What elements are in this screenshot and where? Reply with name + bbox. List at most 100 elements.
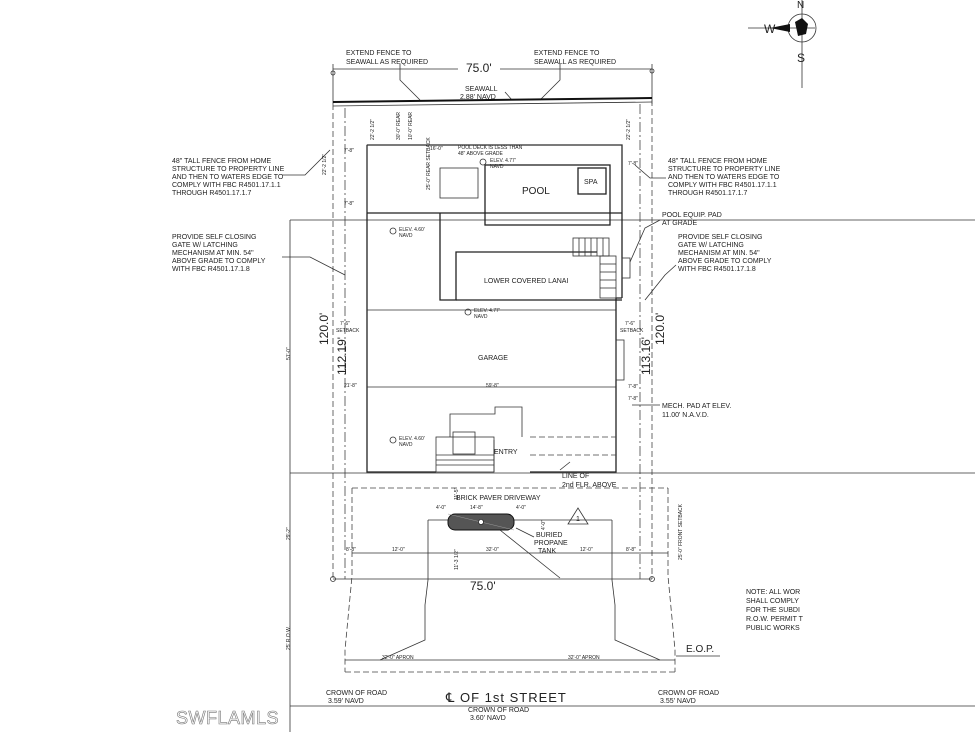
compass-west-label: W bbox=[764, 22, 776, 36]
buried-propane-tank bbox=[447, 513, 515, 531]
elevation-marker-front: ELEV. 4.60' NAVD bbox=[389, 436, 425, 448]
mech-pad bbox=[615, 339, 625, 381]
pool-equip-note: POOL EQUIP. PAD AT GRADE bbox=[662, 212, 722, 227]
detail-tag: 1 bbox=[567, 507, 589, 525]
pool-deck-note-line1: POOL DECK IS LESS THAN bbox=[458, 145, 523, 151]
mech-pad-label-line1: MECH. PAD AT ELEV. bbox=[662, 403, 731, 410]
top-dimension: 75.0' bbox=[466, 61, 492, 75]
crown-right-elevation: 3.55' NAVD bbox=[660, 698, 696, 705]
dim-4-left: 4'-0" bbox=[436, 505, 446, 511]
elevation-marker-garage: ELEV. 4.77' NAVD bbox=[464, 308, 500, 320]
pool-area[interactable]: POOL SPA bbox=[439, 164, 611, 226]
dim-left-a: 7'-8" bbox=[344, 148, 354, 154]
gate-note-right: PROVIDE SELF CLOSING GATE W/ LATCHING ME… bbox=[678, 234, 772, 273]
dim-32: 32'-0" bbox=[486, 547, 499, 553]
setback-right-label: SETBACK bbox=[620, 328, 644, 334]
svg-text:AT GRADE: AT GRADE bbox=[662, 220, 697, 227]
setback-right-dim: 7'-6" bbox=[625, 321, 635, 327]
dim-12-right: 12'-0" bbox=[580, 547, 593, 553]
driveway[interactable] bbox=[344, 487, 676, 673]
propane-label-line1: BURIED bbox=[536, 532, 562, 539]
rear-dimension-mid: 30'-0" REAR bbox=[396, 112, 402, 140]
svg-text:THROUGH R4501.17.1.7: THROUGH R4501.17.1.7 bbox=[172, 190, 251, 197]
apron-left-label: 32'-0" APRON bbox=[382, 655, 414, 661]
row-dimension: 25' R.O.W. bbox=[286, 626, 292, 650]
svg-text:NAVD: NAVD bbox=[490, 164, 504, 170]
spa-label: SPA bbox=[584, 179, 598, 186]
svg-text:48" TALL FENCE FROM HOME: 48" TALL FENCE FROM HOME bbox=[668, 158, 768, 165]
seawall-elevation: 2.88' NAVD bbox=[460, 94, 496, 101]
dim-11-b: 11'-3 1/2" bbox=[454, 549, 460, 570]
garage-label: GARAGE bbox=[478, 355, 508, 362]
dim-8-left: 8'-8" bbox=[346, 547, 356, 553]
left-top-side-dimension: 22'-2 1/2" bbox=[322, 154, 328, 175]
entry-label: ENTRY bbox=[494, 449, 518, 456]
crown-center-label: CROWN OF ROAD bbox=[468, 707, 529, 714]
extend-fence-left-line1: EXTEND FENCE TO bbox=[346, 50, 412, 57]
svg-text:WITH FBC R4501.17.1.8: WITH FBC R4501.17.1.8 bbox=[172, 266, 250, 273]
eop-label: E.O.P. bbox=[686, 644, 714, 655]
svg-text:COMPLY WITH FBC R4501.17.1.1: COMPLY WITH FBC R4501.17.1.1 bbox=[172, 182, 281, 189]
svg-text:ABOVE GRADE TO COMPLY: ABOVE GRADE TO COMPLY bbox=[172, 258, 266, 265]
svg-text:PROVIDE SELF CLOSING: PROVIDE SELF CLOSING bbox=[172, 234, 256, 241]
propane-label-line2: PROPANE bbox=[534, 540, 568, 547]
svg-text:COMPLY WITH FBC R4501.17.1.1: COMPLY WITH FBC R4501.17.1.1 bbox=[668, 182, 777, 189]
svg-text:NAVD: NAVD bbox=[399, 233, 413, 239]
svg-text:GATE W/ LATCHING: GATE W/ LATCHING bbox=[172, 242, 238, 249]
watermark-logo: SWFLAMLS bbox=[176, 708, 279, 728]
left-total-dimension: 120.0' bbox=[317, 313, 331, 345]
apron-right-label: 32'-0" APRON bbox=[568, 655, 600, 661]
dim-12-left: 12'-0" bbox=[392, 547, 405, 553]
line-of-second-floor-label: 2nd FLR. ABOVE bbox=[562, 482, 617, 489]
fence-note-right: 48" TALL FENCE FROM HOME STRUCTURE TO PR… bbox=[668, 158, 781, 197]
dim-4-right: 4'-0" bbox=[516, 505, 526, 511]
setback-left-label: SETBACK bbox=[336, 328, 360, 334]
setback-left-dim: 7'-6" bbox=[340, 321, 350, 327]
svg-text:ABOVE GRADE TO COMPLY: ABOVE GRADE TO COMPLY bbox=[678, 258, 772, 265]
right-top-side-dimension: 22'-2 1/2" bbox=[626, 119, 632, 140]
dim-21-a: 21'-8" bbox=[344, 383, 357, 389]
svg-text:R.O.W. PERMIT T: R.O.W. PERMIT T bbox=[746, 616, 804, 623]
svg-text:PUBLIC WORKS: PUBLIC WORKS bbox=[746, 625, 800, 632]
svg-text:SHALL COMPLY: SHALL COMPLY bbox=[746, 598, 799, 605]
house-footprint bbox=[366, 144, 623, 473]
brick-paver-label: BRICK PAVER DRIVEWAY bbox=[456, 495, 541, 502]
crown-center-elevation: 3.60' NAVD bbox=[470, 715, 506, 722]
compass-north-label: N bbox=[797, 0, 804, 11]
svg-text:PROVIDE SELF CLOSING: PROVIDE SELF CLOSING bbox=[678, 234, 762, 241]
dim-59: 59'-8" bbox=[486, 383, 499, 389]
general-note: NOTE: ALL WOR SHALL COMPLY FOR THE SUBDI… bbox=[746, 589, 804, 632]
svg-text:THROUGH R4501.17.1.7: THROUGH R4501.17.1.7 bbox=[668, 190, 747, 197]
bottom-dimension: 75.0' bbox=[470, 579, 496, 593]
svg-text:POOL EQUIP. PAD: POOL EQUIP. PAD bbox=[662, 212, 722, 219]
svg-text:WITH FBC R4501.17.1.8: WITH FBC R4501.17.1.8 bbox=[678, 266, 756, 273]
fence-note-left: 48" TALL FENCE FROM HOME STRUCTURE TO PR… bbox=[172, 158, 285, 197]
crown-left-elevation: 3.59' NAVD bbox=[328, 698, 364, 705]
svg-text:NAVD: NAVD bbox=[399, 442, 413, 448]
extend-fence-right-line2: SEAWALL AS REQUIRED bbox=[534, 59, 616, 66]
svg-text:ELEV. 4.77': ELEV. 4.77' bbox=[474, 308, 500, 314]
dim-right-b: 7'-8" bbox=[628, 384, 638, 390]
elevation-marker-pool: ELEV. 4.77' NAVD bbox=[479, 158, 516, 170]
pool-deck-note-line2: 48" ABOVE GRADE bbox=[458, 151, 504, 157]
rear-setback-label: 25'-0" REAR SETBACK bbox=[426, 137, 432, 190]
elevation-marker-lanai: ELEV. 4.60' NAVD bbox=[389, 227, 425, 239]
svg-text:48" TALL FENCE FROM HOME: 48" TALL FENCE FROM HOME bbox=[172, 158, 272, 165]
left-row-dimension: 29'-2" bbox=[286, 527, 292, 540]
lower-lanai-label: LOWER COVERED LANAI bbox=[484, 278, 568, 285]
svg-text:MECHANISM AT MIN. 54": MECHANISM AT MIN. 54" bbox=[678, 250, 760, 257]
compass-south-label: S bbox=[797, 51, 805, 65]
rear-dimension-left: 22'-2 1/2" bbox=[370, 119, 376, 140]
dim-14: 14'-8" bbox=[470, 505, 483, 511]
svg-text:STRUCTURE TO PROPERTY LINE: STRUCTURE TO PROPERTY LINE bbox=[172, 166, 285, 173]
dim-8-right: 8'-8" bbox=[626, 547, 636, 553]
north-arrow-compass: W N S bbox=[748, 0, 817, 88]
left-side-dimension: 51'-0" bbox=[286, 347, 292, 360]
left-inner-dimension: 112.19' bbox=[335, 337, 349, 375]
svg-text:STRUCTURE TO PROPERTY LINE: STRUCTURE TO PROPERTY LINE bbox=[668, 166, 781, 173]
pool-equip-pad bbox=[621, 257, 631, 279]
pool-label: POOL bbox=[522, 186, 550, 197]
line-of-label: LINE OF bbox=[562, 473, 589, 480]
extend-fence-right-line1: EXTEND FENCE TO bbox=[534, 50, 600, 57]
